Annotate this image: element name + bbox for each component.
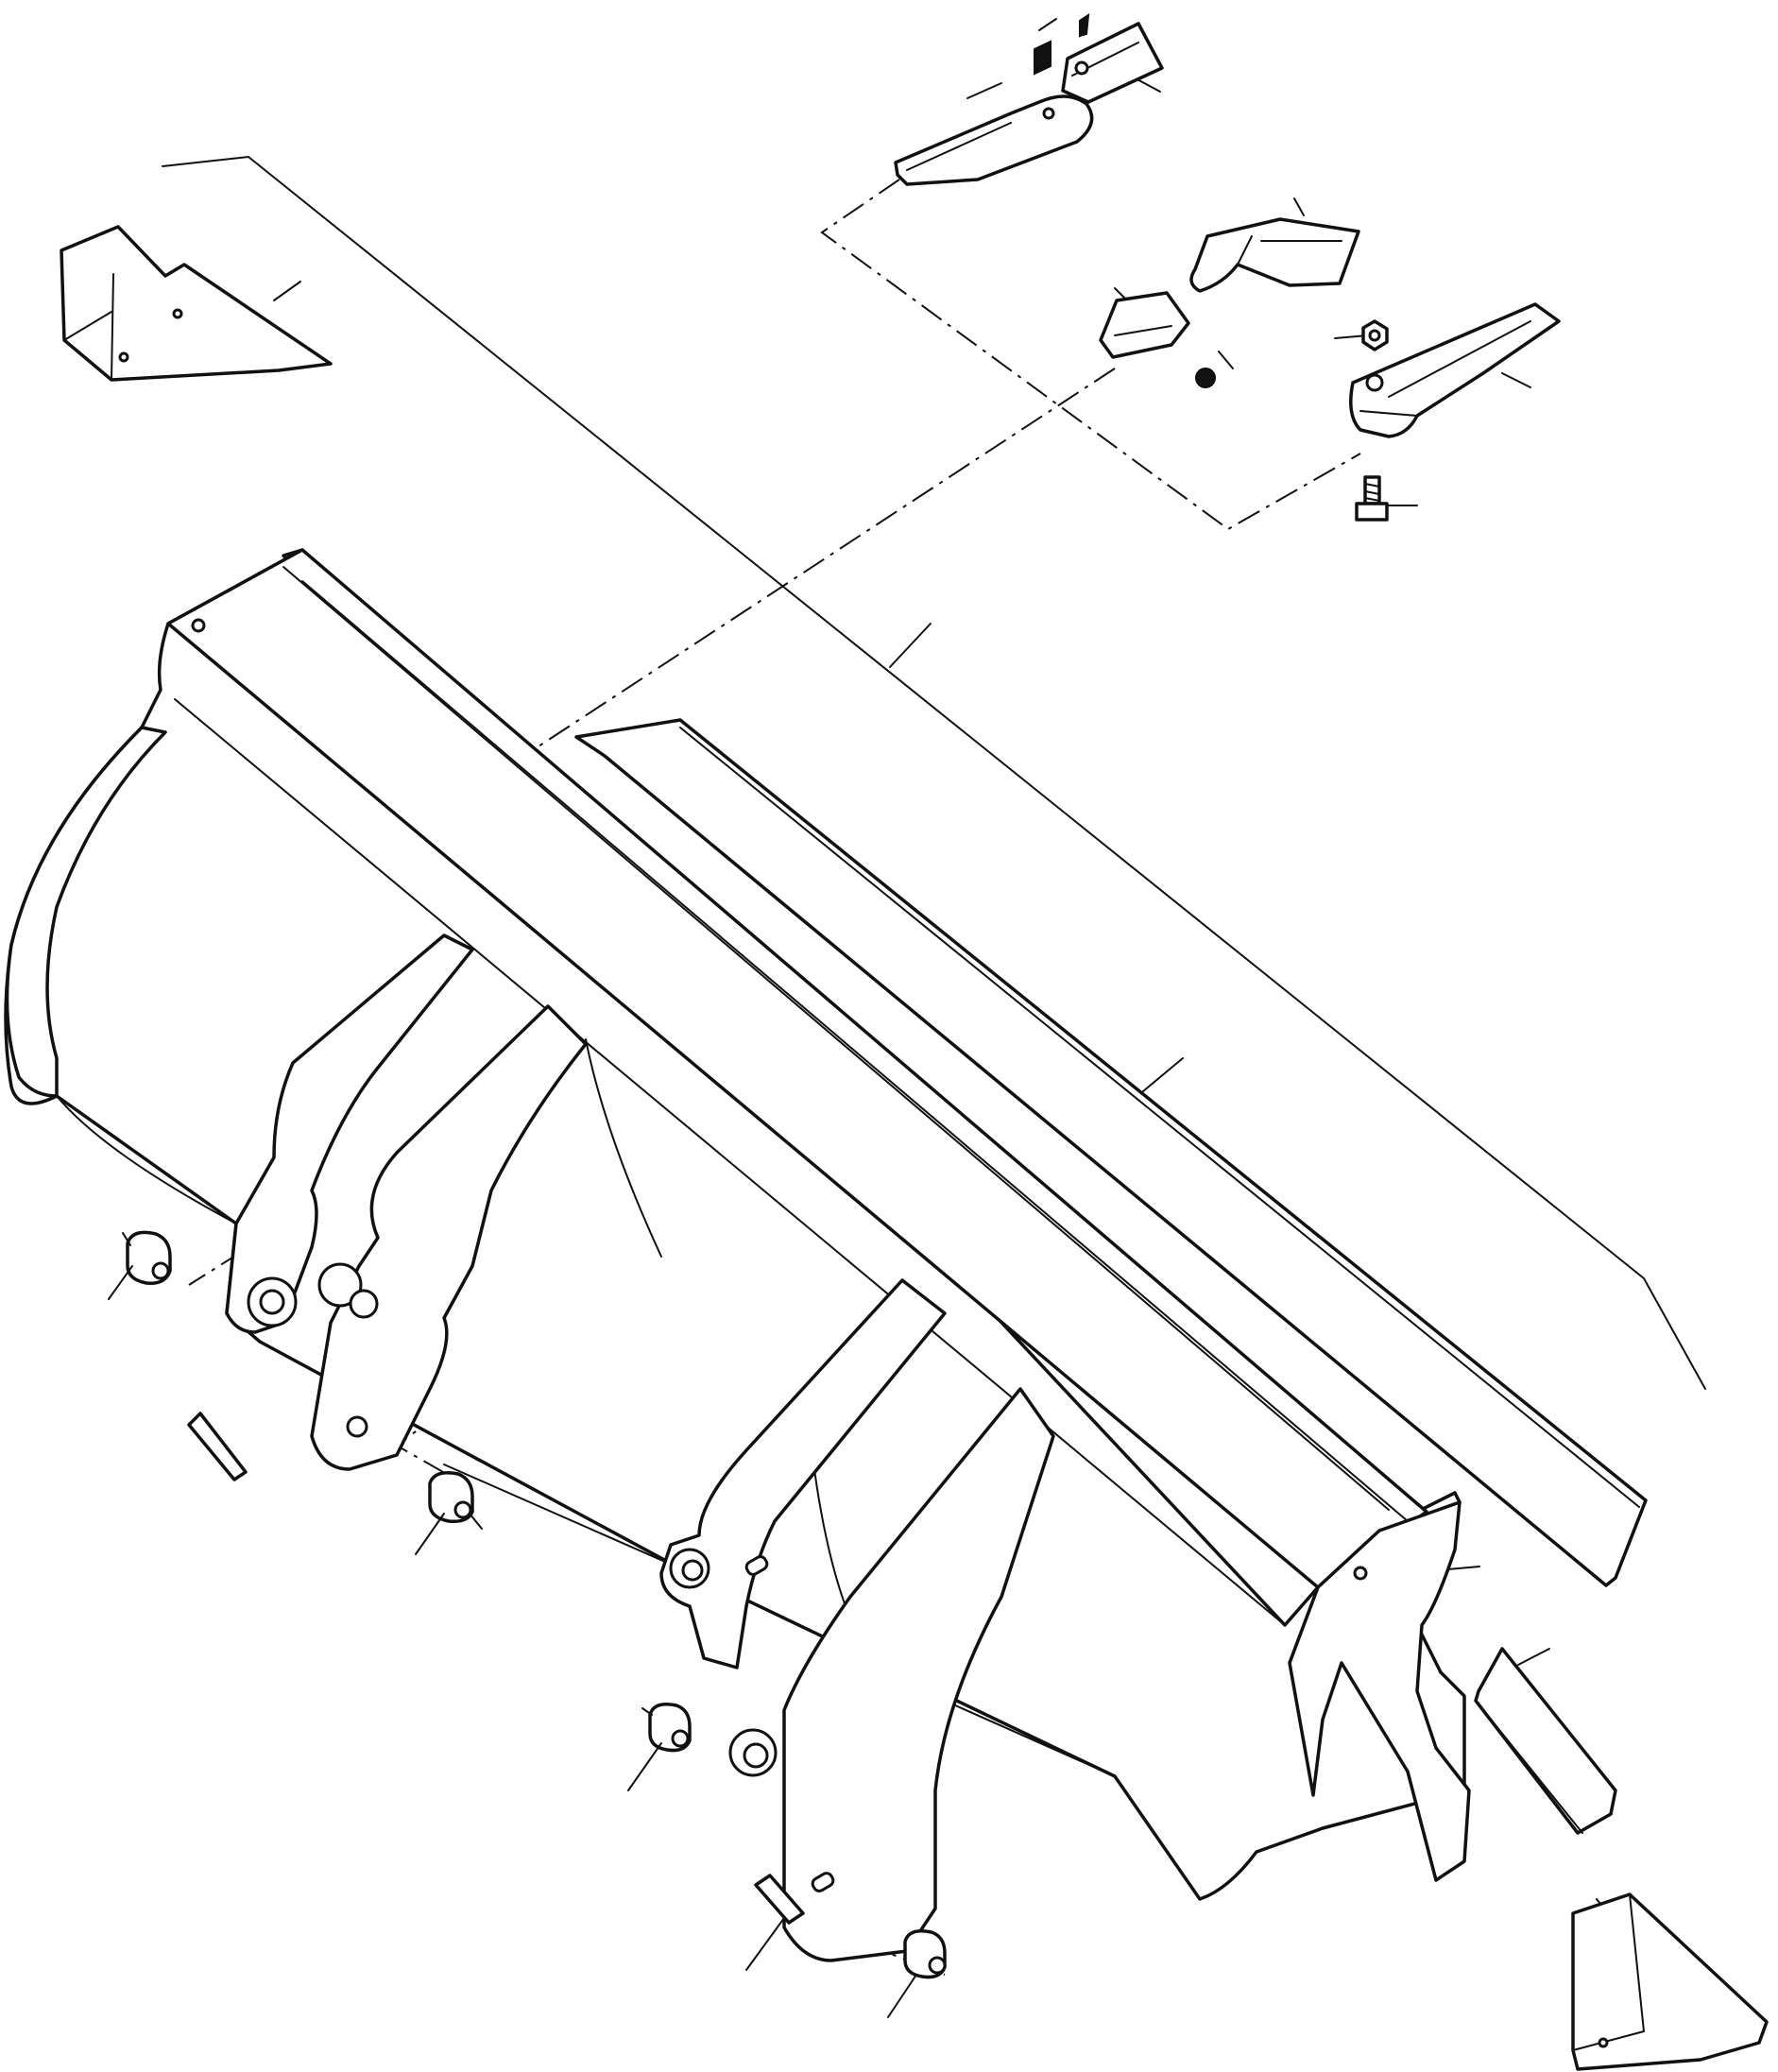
right-side-plate [1288,1500,1471,1882]
bolt [1355,475,1389,522]
pivot-bracket-right-inner [728,1387,1055,1962]
pivot-bracket-left-inner [310,1004,588,1471]
end-bit-left [60,225,333,382]
tooth-adapter-lower [1349,302,1561,438]
pivot-bushing [627,1703,692,1791]
tooth-adapter-upper [894,94,1094,186]
tooth-tip-lower [1189,217,1360,293]
retaining-pin [1034,12,1090,76]
pivot-bushing [108,1230,172,1300]
pivot-bushing [887,1929,947,2018]
wear-pad-left [187,1412,785,1971]
tooth-cap [1099,291,1190,359]
pivot-bushing [415,1471,483,1555]
leader-lines [162,18,1706,1938]
cutting-edge [574,718,1648,1587]
end-bit-right [1571,1892,1769,2071]
tooth-tip-upper [1061,22,1164,104]
lock-washer [1195,368,1216,388]
wear-pad-right [754,1874,805,1925]
bucket-shell [4,548,1466,1901]
pivot-bracket-right-outer [659,1278,947,1670]
pivot-bracket-left-outer [225,933,474,1334]
hex-nut [1361,319,1389,351]
side-wear-strip [1474,1647,1617,1835]
